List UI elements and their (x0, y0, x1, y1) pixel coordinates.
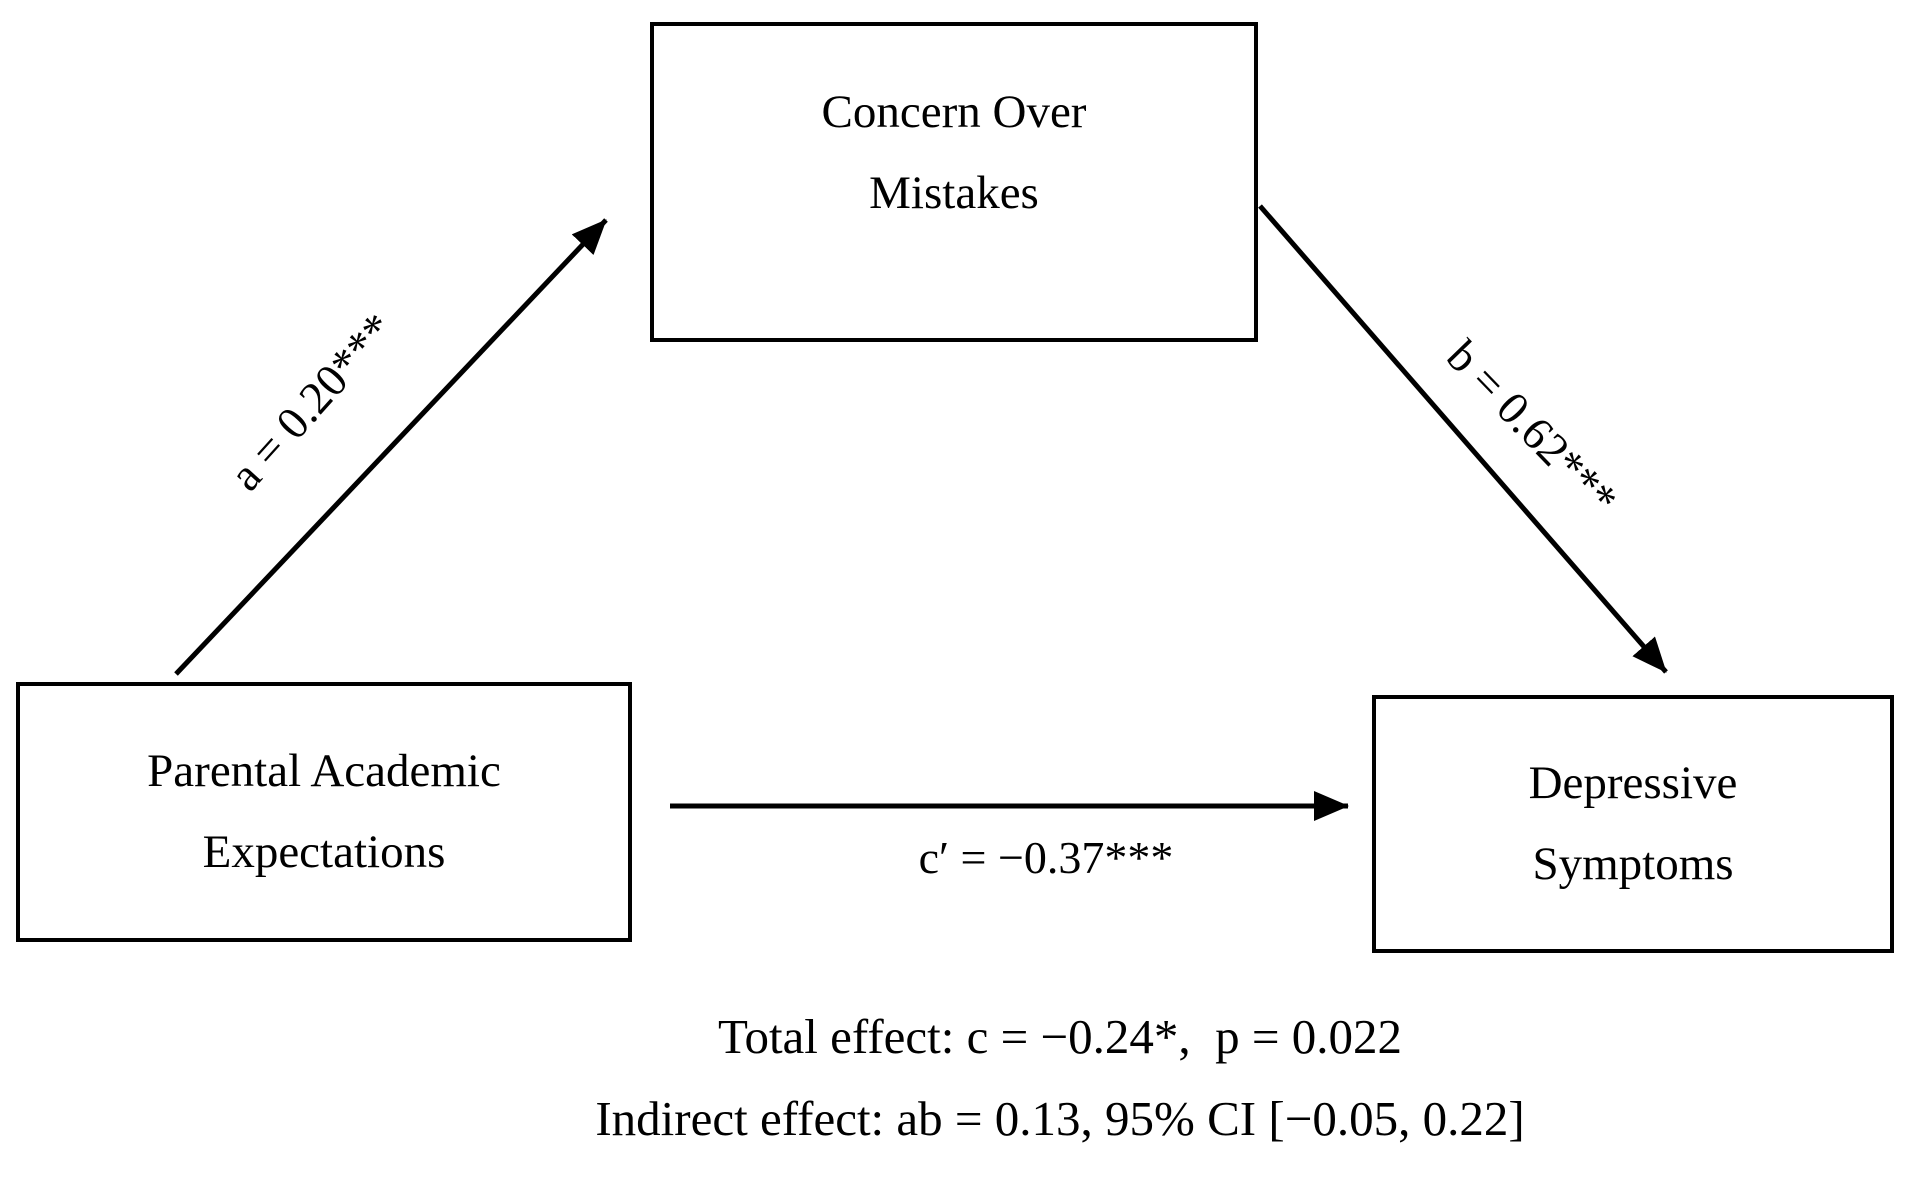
node-label: Concern Over Mistakes (822, 72, 1087, 234)
node-label: Parental Academic Expectations (147, 731, 501, 893)
path-a-arrow (174, 218, 608, 676)
node-parental-academic-expectations: Parental Academic Expectations (16, 682, 632, 942)
node-label-line: Expectations (202, 826, 446, 878)
node-label-line: Parental Academic (147, 745, 501, 798)
node-depressive-symptoms: Depressive Symptoms (1372, 695, 1894, 953)
indirect-effect-note: Indirect effect: ab = 0.13, 95% CI [−0.0… (595, 1091, 1525, 1147)
path-c-prime-coefficient-label: c′ = −0.37*** (918, 832, 1174, 883)
total-effect-note: Total effect: c = −0.24*, p = 0.022 (717, 1009, 1403, 1064)
effect-notes: Total effect: c = −0.24*, p = 0.022 Indi… (210, 996, 1910, 1161)
node-concern-over-mistakes: Concern Over Mistakes (650, 22, 1258, 342)
node-label: Depressive Symptoms (1529, 743, 1738, 905)
node-label-line: Mistakes (869, 167, 1039, 219)
node-label-line: Concern Over (821, 86, 1087, 139)
node-label-line: Symptoms (1532, 838, 1734, 890)
node-label-line: Depressive (1528, 757, 1738, 810)
path-b-arrow (1258, 204, 1668, 674)
